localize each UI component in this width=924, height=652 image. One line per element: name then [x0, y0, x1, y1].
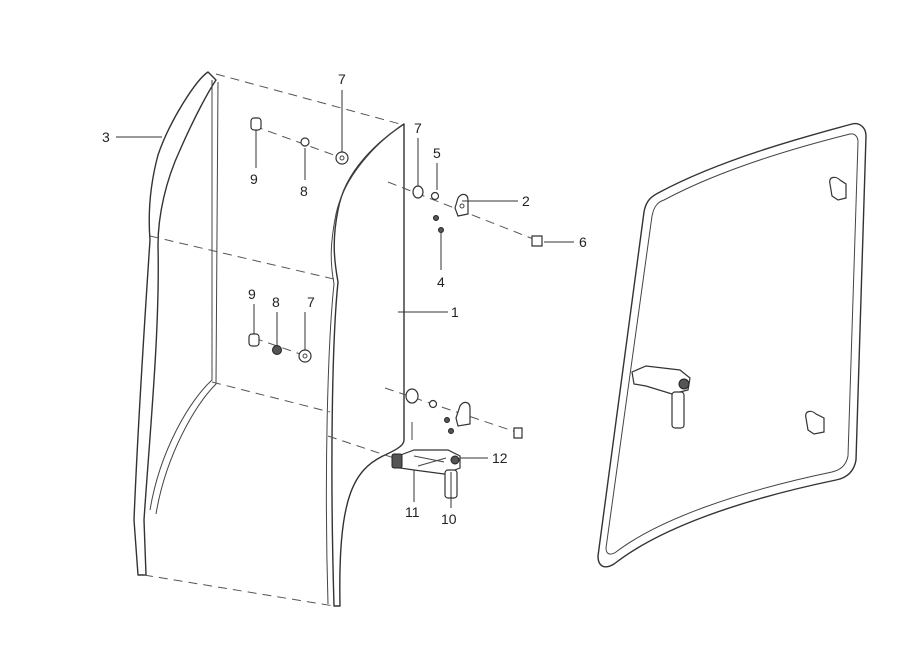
- door-seal-inner-2: [155, 81, 219, 515]
- latch-knob: [391, 453, 403, 469]
- door-seal-inner: [149, 80, 213, 511]
- spacer-upper: [250, 117, 262, 131]
- glass-panel: [331, 123, 405, 607]
- washer-upper-right: [412, 185, 424, 199]
- washer-lower: [405, 388, 419, 404]
- lock-washer-lower: [428, 399, 438, 409]
- callout-7-middle: 7: [307, 294, 315, 310]
- hinge-bracket-lower: [455, 401, 471, 427]
- callout-7-top: 7: [338, 71, 346, 87]
- door-panel-assembly: [133, 71, 537, 607]
- screw-upper-b: [438, 227, 444, 233]
- callout-8-upper: 8: [300, 183, 308, 199]
- pin-lower: [513, 427, 523, 439]
- callout-8-middle: 8: [272, 294, 280, 310]
- nut-middle: [272, 345, 282, 355]
- callout-12: 12: [492, 450, 508, 466]
- hinge-bracket-upper: [454, 193, 469, 217]
- callout-4: 4: [437, 274, 445, 290]
- screw-lower-a: [444, 417, 450, 423]
- assembled-door-frame: [597, 122, 867, 568]
- washer-middle: [298, 349, 312, 363]
- assembled-hinge-upper: [829, 176, 847, 201]
- screw-lower-b: [448, 428, 454, 434]
- callout-10: 10: [441, 511, 457, 527]
- callout-6: 6: [579, 234, 587, 250]
- callout-1: 1: [451, 304, 459, 320]
- assembled-hinge-lower: [805, 410, 825, 435]
- assembled-door-inner: [605, 133, 859, 555]
- door-seal: [133, 71, 217, 576]
- assembled-latch: [631, 365, 691, 395]
- upper-hardware: [250, 117, 543, 247]
- callout-2: 2: [522, 193, 530, 209]
- nut-upper: [300, 137, 310, 147]
- screw-upper-a: [433, 215, 439, 221]
- callout-labels: 3 1 2 4 5 6 7 7 8 9 9 8 7 10 11 12: [102, 71, 587, 527]
- latch-link: [413, 455, 447, 467]
- callout-9-upper: 9: [250, 171, 258, 187]
- latch-body: [397, 449, 461, 475]
- middle-hardware: [248, 333, 312, 363]
- callout-11: 11: [405, 504, 420, 520]
- pin-upper: [531, 235, 543, 247]
- assembled-door: [597, 122, 867, 568]
- leader-lines: [116, 90, 574, 508]
- callout-9-middle: 9: [248, 286, 256, 302]
- lock-washer-upper: [430, 191, 440, 201]
- spacer-middle: [248, 333, 260, 347]
- lower-hardware: [391, 388, 523, 499]
- callout-7-upper-right: 7: [414, 120, 422, 136]
- callout-5: 5: [433, 145, 441, 161]
- callout-3: 3: [102, 129, 110, 145]
- glass-panel-edge: [325, 127, 399, 605]
- washer-upper-left: [335, 151, 349, 165]
- assembled-handle-grip: [671, 391, 685, 429]
